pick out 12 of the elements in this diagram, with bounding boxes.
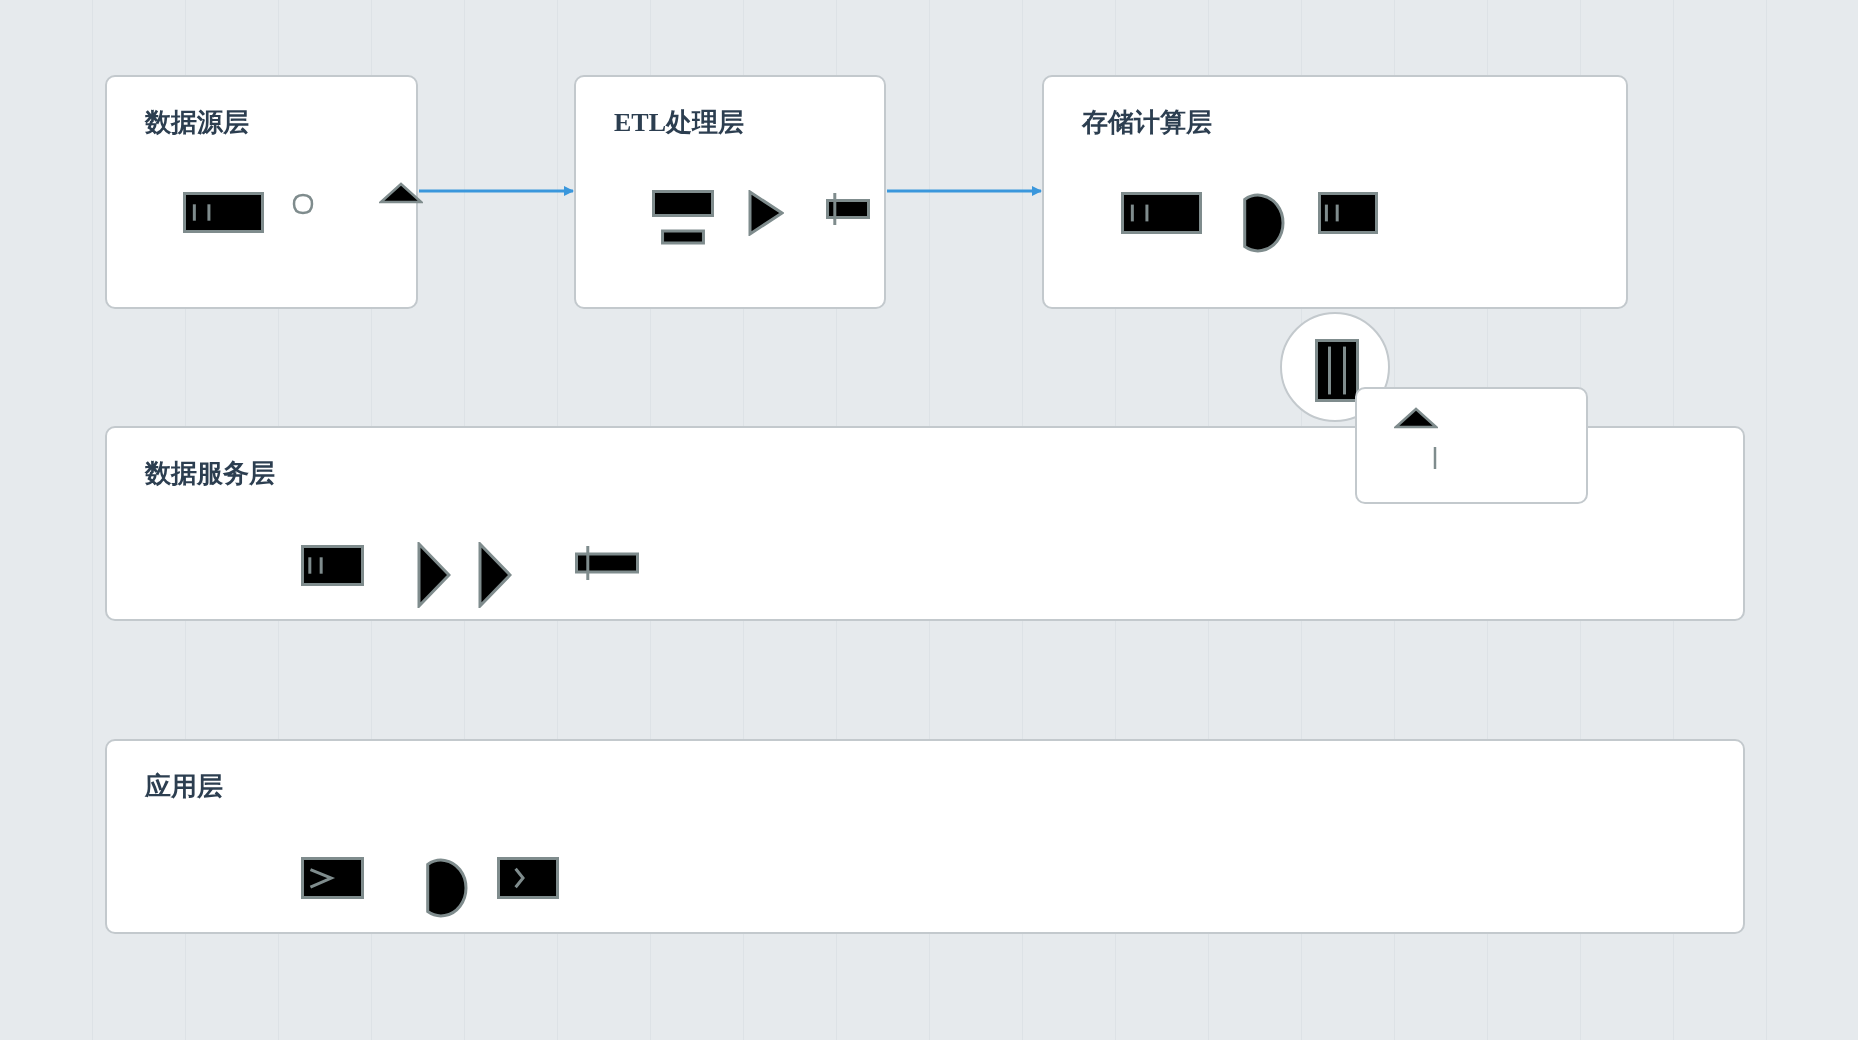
layer-panel xyxy=(574,75,886,309)
layer-title: 数据服务层 xyxy=(145,458,275,490)
layer-panel xyxy=(105,426,1745,621)
layer-panel xyxy=(1042,75,1628,309)
layer-title: 存储计算层 xyxy=(1082,107,1212,139)
arrow xyxy=(419,186,574,196)
layer-title: 应用层 xyxy=(145,771,223,803)
layer-title: 数据源层 xyxy=(145,107,249,139)
layer-title: ETL处理层 xyxy=(614,107,745,139)
layer-panel xyxy=(105,739,1745,934)
popup-card xyxy=(1355,387,1588,504)
arrow xyxy=(887,186,1042,196)
